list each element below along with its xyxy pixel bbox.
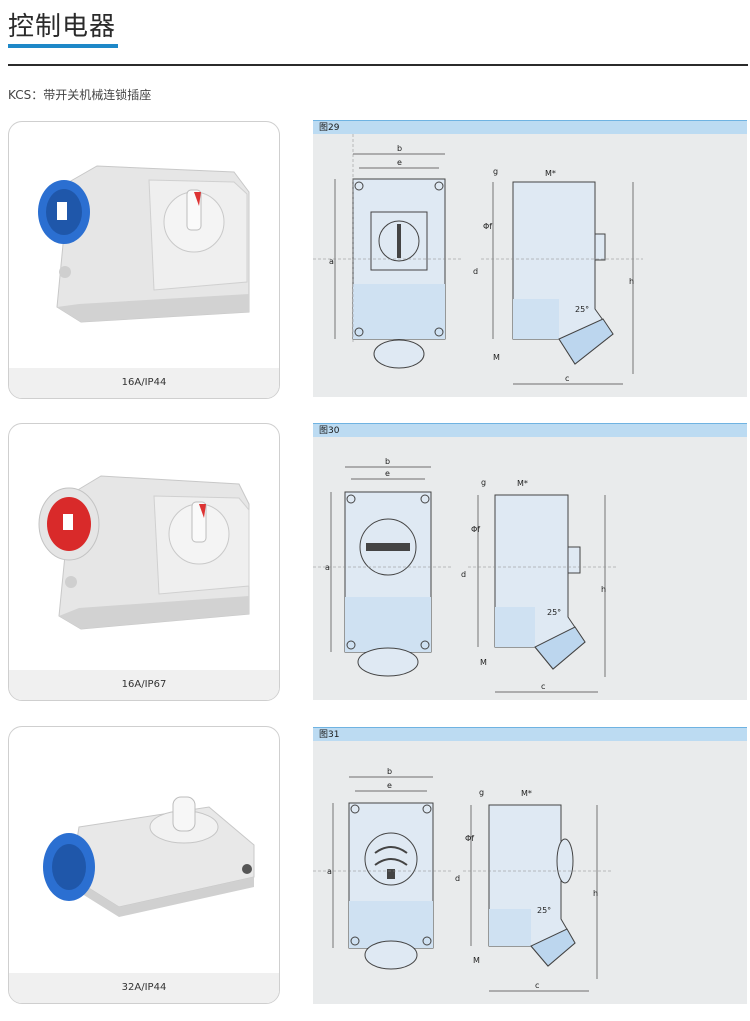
page-subtitle: KCS：带开关机械连锁插座 [8,88,152,102]
dim-m: M [473,956,480,965]
dim-a: a [327,867,332,876]
dimension-drawing-2: b e a g M* Φf d h 25° M c [313,457,618,693]
dim-m-star: M* [521,789,532,798]
product-caption-2: 16A/IP67 [9,670,279,700]
drawing-panel-1: 图29 b e a g M* Φf d h 25° M c [313,120,747,397]
socket-photo [43,796,255,917]
socket-photo [38,165,250,323]
dim-h: h [601,585,606,594]
dimension-drawing-3: b e a g M* Φf d h 25° M c [313,767,613,992]
dim-g: g [479,788,484,797]
dim-b: b [385,457,390,466]
dim-phi-f: Φf [465,834,474,843]
product-caption-3: 32A/IP44 [9,973,279,1003]
socket-photo [38,475,250,630]
dim-e: e [385,469,390,478]
figure-label-1: 图29 [313,120,747,134]
dim-e: e [397,158,402,167]
dim-d: d [455,874,460,883]
dim-c: c [565,374,569,383]
dim-b: b [387,767,392,776]
dim-m: M [493,353,500,362]
dim-angle: 25° [537,906,551,915]
dim-e: e [387,781,392,790]
page-title: 控制电器 [8,12,117,42]
dim-phi-f: Φf [483,222,492,231]
figure-label-3: 图31 [313,727,747,741]
dim-g: g [481,478,486,487]
dim-m-star: M* [545,169,556,178]
dim-c: c [535,981,539,990]
product-card-2: 16A/IP67 [8,423,280,701]
dim-angle: 25° [575,305,589,314]
header-divider [8,64,748,66]
dim-d: d [461,570,466,579]
dim-h: h [593,889,598,898]
dim-a: a [329,257,334,266]
product-card-3: 32A/IP44 [8,726,280,1004]
dim-m: M [480,658,487,667]
dim-h: h [629,277,634,286]
dimension-drawing-1: b e a g M* Φf d h 25° M c [313,134,643,385]
title-underline [8,44,118,48]
drawing-panel-3: 图31 b e a g M* Φf d h 25° M c [313,727,747,1004]
dim-g: g [493,167,498,176]
dim-phi-f: Φf [471,525,480,534]
dim-d: d [473,267,478,276]
product-card-1: 16A/IP44 [8,121,280,399]
dim-angle: 25° [547,608,561,617]
drawing-panel-2: 图30 b e a g M* Φf d h 25° M c [313,423,747,700]
product-caption-1: 16A/IP44 [9,368,279,398]
figure-label-2: 图30 [313,423,747,437]
dim-c: c [541,682,545,691]
dim-m-star: M* [517,479,528,488]
dim-b: b [397,144,402,153]
dim-a: a [325,563,330,572]
